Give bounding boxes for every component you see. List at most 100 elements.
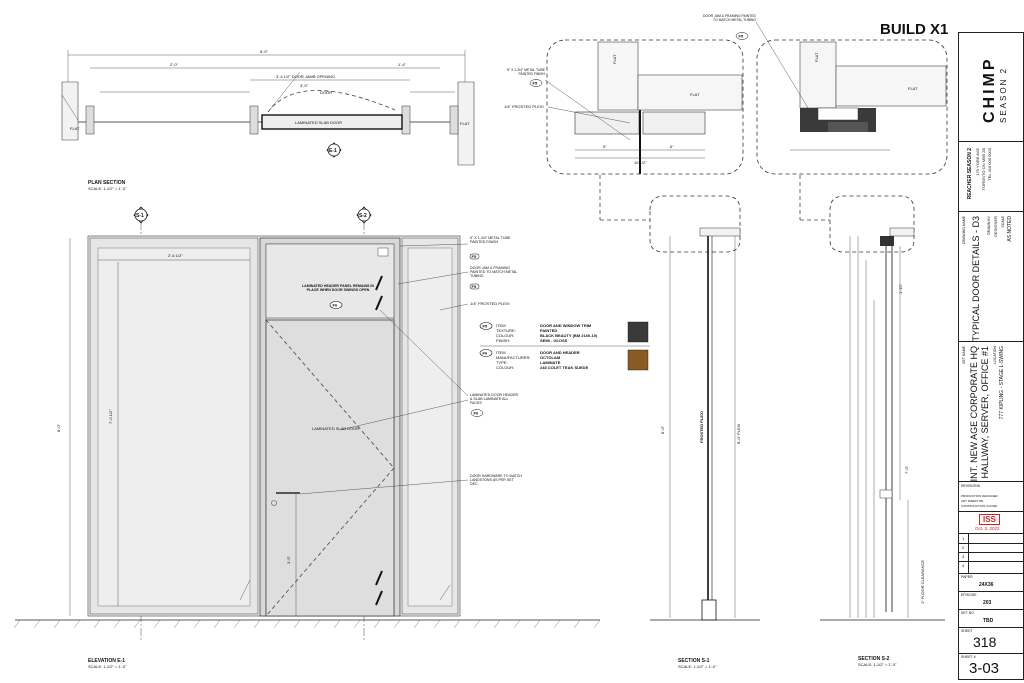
- plan-flat-right: FLAT: [460, 121, 470, 126]
- finish-f5-row2-k: COLOUR:: [496, 333, 514, 338]
- episode-label: EPISODE: [961, 593, 977, 597]
- elevation-header-tag: F6: [333, 303, 338, 308]
- rev-row-3: 3: [962, 554, 965, 559]
- detail-top-tag: F5: [739, 34, 744, 39]
- rev-row-2: 2: [962, 545, 965, 550]
- plan-scale: SCALE: 1-1/2" = 1'-0": [88, 186, 127, 191]
- section1-plexi-label: FROSTED PLEXI: [699, 411, 704, 443]
- drawing-title: TYPICAL DOOR DETAILS - D3: [971, 216, 981, 342]
- plan-overall-dim: 8'-0": [260, 49, 269, 54]
- episode-cell: EPISODE 203: [959, 591, 1023, 610]
- plan-title: PLAN SECTION: [88, 180, 126, 186]
- iss-stamp: ISS: [979, 514, 1000, 525]
- finish-f6-row1-k: MANUFACTURER:: [496, 355, 530, 360]
- paper-cell: PAPER 24X36: [959, 573, 1023, 592]
- set-name-2: HALLWAY, SERVER, OFFICE #1: [980, 346, 990, 479]
- detail-dim-6: 6": [670, 144, 674, 149]
- set-no-cell: SET NO TBD: [959, 609, 1023, 628]
- episode-value: 203: [983, 600, 992, 606]
- sheet-code-cell: SHEET # 3-03: [959, 653, 1023, 680]
- callout-plexi: 1/4" FROSTED PLEXI: [470, 301, 510, 306]
- detail-dim-5: 5": [603, 144, 607, 149]
- section2-title: SECTION S-2: [858, 656, 890, 662]
- drawing-canvas: 8'-0" 2'-0" 1'-4" 3'-4 1/2" DOOR JAMB OP…: [13, 14, 948, 669]
- plan-left-dim: 2'-0": [170, 62, 179, 67]
- finish-f5-row1-k: TEXTURE:: [496, 328, 516, 333]
- sheet-label: SHEET: [961, 629, 973, 633]
- elevation-header-label: LAMINATED HEADER PANEL REMAINS IN PLACE …: [301, 284, 375, 293]
- finish-f6-row3-v: 248 COLET TEAK SUEDE: [540, 365, 589, 370]
- drawn-by-label: DRAWN BY: [987, 216, 991, 235]
- finish-f6-row2-v: LAMINATE: [540, 360, 561, 365]
- section2-clearance: 1" FLOOR CLEARANCE: [920, 560, 925, 604]
- revisions-cell: REVISIONS PRODUCTION DESIGNER ART DIRECT…: [959, 481, 1023, 512]
- rev-row-1: 1: [962, 536, 965, 541]
- finish-f5-swatch: [627, 321, 649, 343]
- plan-flat-left: FLAT: [70, 126, 80, 131]
- finish-f6-item-label: ITEM: [496, 350, 506, 355]
- finish-f6-row1-v: OCTOLAM: [540, 355, 561, 360]
- detail-top-note: DOOR JAM & FRAMING PAINTED TO MATCH META…: [702, 14, 756, 22]
- show-logo: CHIMP: [981, 56, 998, 123]
- section-s2: 1'-10" 7'-0" 1" FLOOR CLEARANCE SECTION …: [799, 175, 945, 667]
- finish-f5-item: DOOR AND WINDOW TRIM: [540, 323, 592, 328]
- scale-label: SCALE: [1001, 216, 1005, 228]
- section-s1: FROSTED PLEXI 8'-0" 8'-0" PLEXI SECTION …: [599, 175, 760, 669]
- drawn-by: DESIGNER: [993, 216, 998, 237]
- section2-header-h: 1'-10": [898, 283, 903, 294]
- finish-f6-tag: F6: [483, 351, 488, 356]
- detail-left-note: 5" X 1-3/4" METAL TUBE PAINTED FINISH: [507, 68, 545, 76]
- detail-flat-3: FLAT: [814, 52, 819, 62]
- rev-row-4: 4: [962, 563, 965, 568]
- company-address-1: 170 YORK AVE: [975, 148, 980, 176]
- detail-flat-2: FLAT: [690, 92, 700, 97]
- company-tel: TEL 416 000 0000: [987, 148, 992, 181]
- drawing-name-label: DRAWING NAME: [962, 216, 966, 244]
- callout-laminated-header: LAMINATED DOOR HEADER & SLAB LAMINATE AL…: [470, 393, 519, 406]
- section1-title: SECTION S-1: [678, 658, 710, 664]
- rev-table: 1 2 3 4: [959, 533, 1023, 574]
- detail-left-tag: F5: [533, 81, 538, 86]
- finish-f6-row3-k: COLOUR:: [496, 365, 514, 370]
- scale-value: AS NOTED: [1007, 216, 1013, 242]
- finish-f5-item-label: ITEM: [496, 323, 506, 328]
- iss-date: Oct. 3, 2022: [975, 526, 1000, 531]
- finish-schedule: F5 ITEM DOOR AND WINDOW TRIM TEXTURE: PA…: [479, 321, 650, 371]
- finish-f6-swatch: [627, 349, 649, 371]
- callout-door-jamb: DOOR JAM & FRAMING PAINTED TO MATCH META…: [470, 266, 518, 279]
- section2-scale: SCALE: 1-1/2" = 1'-0": [858, 662, 897, 667]
- detail-callouts: BUILD X1 FLAT FLAT 5" 6" 10 1/2" 5" X 1-…: [504, 14, 948, 175]
- revisions-label: REVISIONS: [961, 484, 981, 488]
- section2-door-h: 7'-0": [904, 465, 909, 474]
- plan-section-marker: E-1: [329, 148, 337, 154]
- elevation-scale: SCALE: 1-1/2" = 1'-0": [88, 664, 127, 669]
- elevation-handle-height: 3'-0": [286, 555, 291, 564]
- finish-f5-row3-v: SEMI - GLOSS: [540, 338, 568, 343]
- set-name-cell: SET NAME INT. NEW AGE CORPORATE HQ HALLW…: [959, 341, 1023, 482]
- finish-f5-tag: F5: [483, 324, 488, 329]
- season-label: SEASON 2: [999, 66, 1008, 123]
- sheet-code: 3-03: [969, 660, 1000, 677]
- sheet-of-label: SHEET #: [961, 655, 976, 659]
- section1-height-2: 8'-0" PLEXI: [736, 424, 741, 444]
- finish-f6-row2-k: TYPE:: [496, 360, 508, 365]
- detail-dim-total: 10 1/2": [634, 160, 647, 165]
- sheet-no-cell: SHEET 318: [959, 627, 1023, 654]
- callout-door-jamb-tag: F5: [472, 284, 477, 289]
- elevation-door-label: LAMINATED SLAB DOOR: [312, 426, 359, 431]
- production-designer: PRODUCTION DESIGNER: [961, 494, 998, 498]
- section1-height: 8'-0": [660, 425, 665, 434]
- elevation-title: ELEVATION E-1: [88, 658, 125, 664]
- detail-flat-1: FLAT: [612, 54, 617, 64]
- build-title: BUILD X1: [880, 21, 948, 38]
- finish-f5-row3-k: FINISH:: [496, 338, 510, 343]
- plan-right-dim: 1'-4": [398, 62, 407, 67]
- plan-door-dim: 3'-0": [300, 83, 309, 88]
- location-value: 777 KIPLING - STAGE L-SWING: [999, 346, 1005, 420]
- company-address-2: TORONTO ON M5B 2B: [981, 148, 986, 191]
- callout-metal-tube: 5" X 1-3/4" METAL TUBE PAINTED FINISH: [470, 236, 511, 245]
- company-name: REACHER SEASON 2: [967, 148, 973, 200]
- callout-metal-tube-tag: F5: [472, 254, 477, 259]
- set-no-label: SET NO: [961, 611, 974, 615]
- finish-f5-row1-v: PAINTED: [540, 328, 557, 333]
